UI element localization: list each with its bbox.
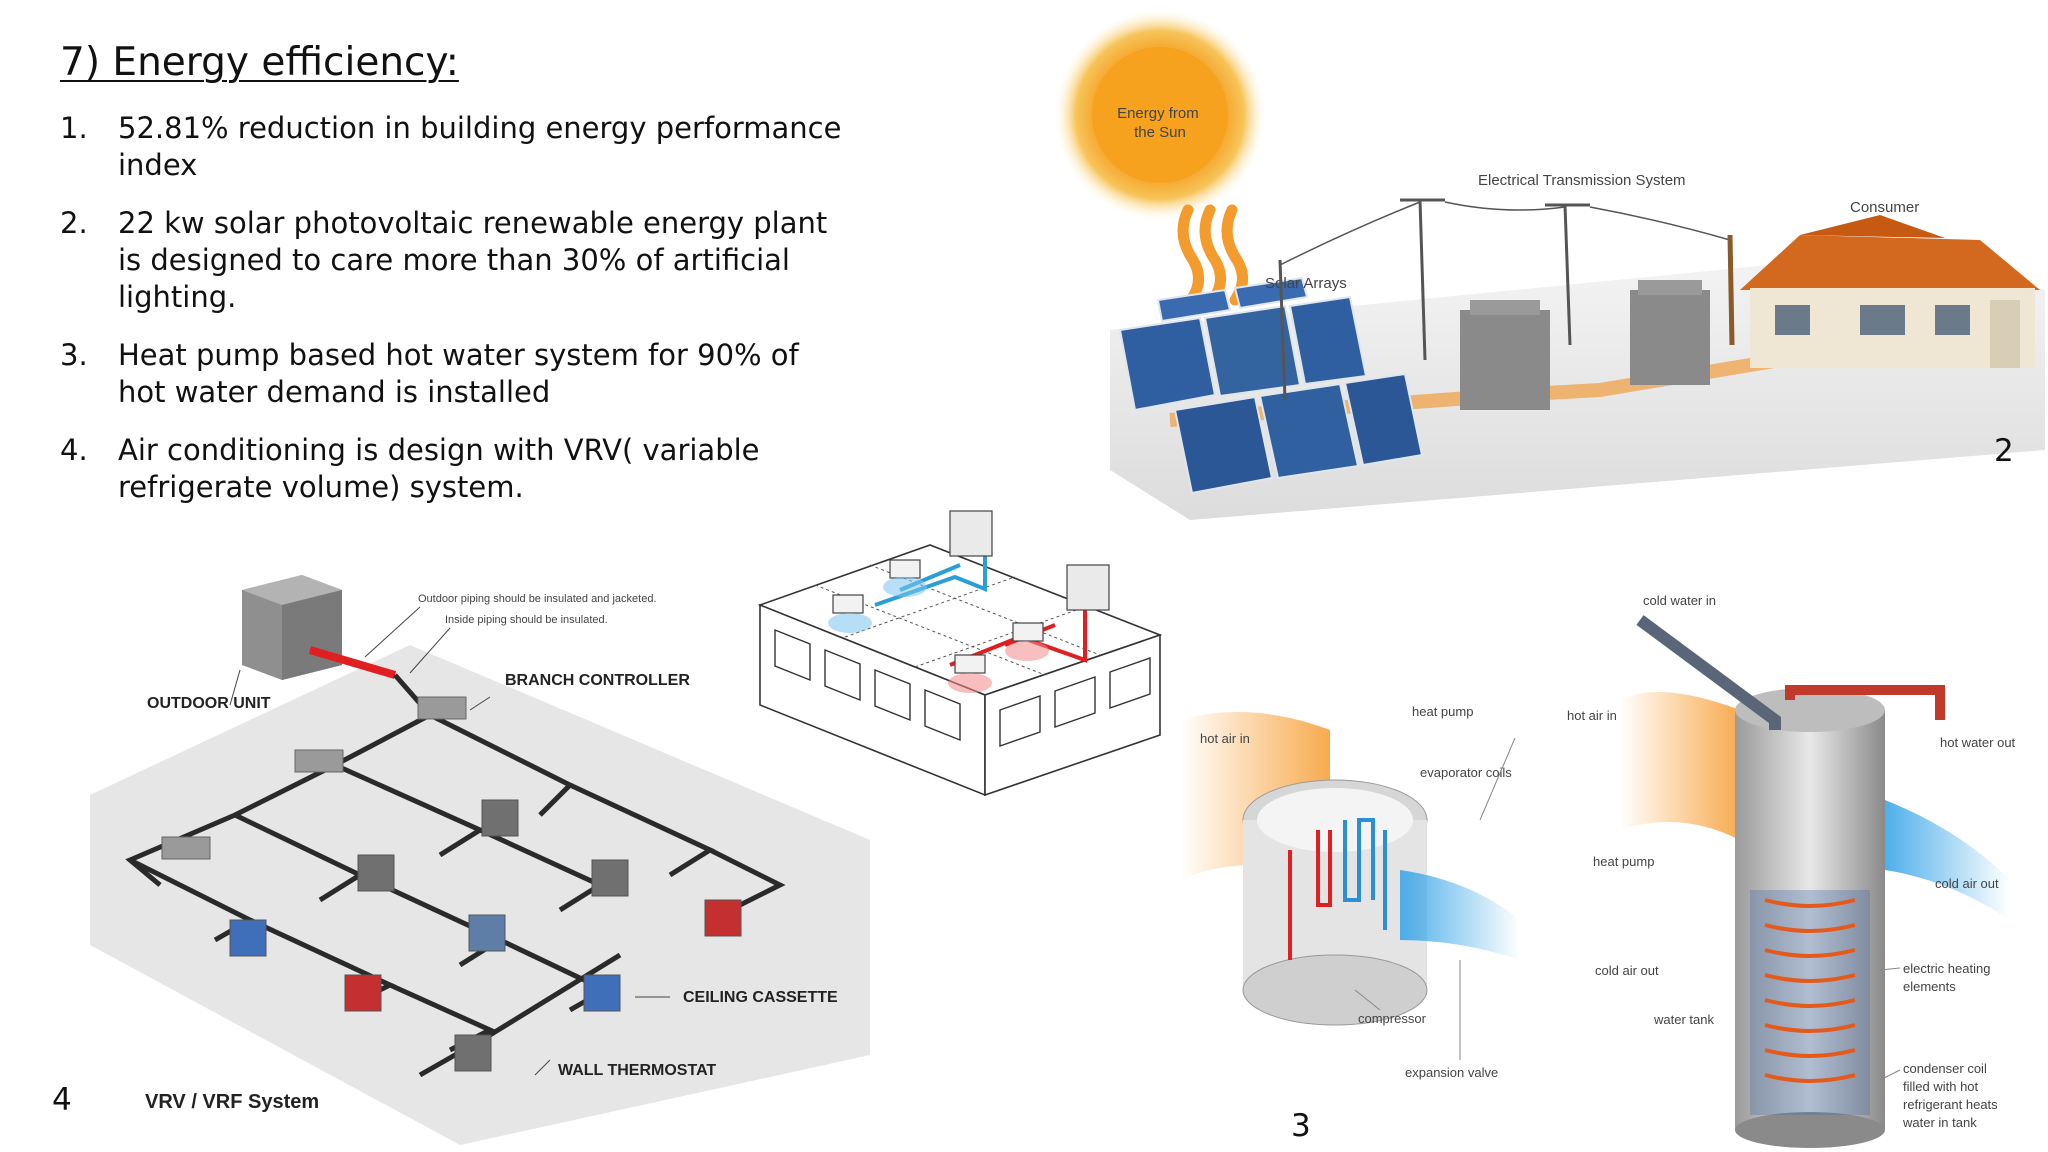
cold-water-pipe [1636, 615, 1781, 730]
label-condenser-coil-3: refrigerant heats [1903, 1097, 1998, 1112]
outdoor-unit-icon [242, 575, 342, 680]
label-compressor: compressor [1358, 1011, 1427, 1026]
label-cold-air-out-left: cold air out [1595, 963, 1659, 978]
svg-text:condenser coil filled wi: condenser coil filled with hot refrigera… [1902, 1061, 2001, 1130]
branch-controller-label: BRANCH CONTROLLER [505, 672, 690, 689]
label-hot-air-in-right: hot air in [1567, 708, 1617, 723]
transformer-boxes [1460, 280, 1710, 410]
bullet-item-4: 4. Air conditioning is design with VRV( v… [60, 432, 850, 506]
figure-number-3: 3 [1291, 1108, 1311, 1144]
consumer-house [1740, 215, 2040, 368]
label-water-tank: water tank [1653, 1012, 1714, 1027]
transmission-label: Electrical Transmission System [1478, 172, 1686, 189]
bullet-item-3: 3. Heat pump based hot water system for 9… [60, 337, 850, 411]
energy-bullet-list: 1. 52.81% reduction in building energy pe… [60, 110, 850, 527]
sun-label-line1: Energy from [1117, 105, 1199, 122]
indoor-units [229, 799, 742, 1072]
svg-text:Energy from the Sun: Energy from the Sun [1117, 105, 1203, 141]
outdoor-piping-note: Outdoor piping should be insulated and j… [418, 593, 657, 605]
floor-plane [90, 645, 870, 1145]
bullet-text: 52.81% reduction in building energy perf… [118, 111, 842, 182]
inside-piping-note: Inside piping should be insulated. [445, 614, 608, 626]
bullet-number: 1. [60, 111, 88, 145]
label-heat-pump-side: heat pump [1593, 854, 1654, 869]
solar-arrays [1118, 276, 1424, 495]
outdoor-unit-label: OUTDOOR UNIT [147, 695, 271, 712]
sun-label-line2: the Sun [1134, 124, 1186, 141]
label-cold-air-out-right: cold air out [1935, 876, 1999, 891]
outdoor-unit-icon [949, 510, 1110, 611]
figure-number-2: 2 [1994, 433, 2014, 469]
transmission-system [1278, 198, 1735, 401]
bullet-number: 4. [60, 433, 88, 467]
label-cold-water-in: cold water in [1643, 593, 1716, 608]
bullet-text: Heat pump based hot water system for 90%… [118, 338, 799, 409]
wall-thermostat-label: WALL THERMOSTAT [558, 1062, 716, 1079]
heat-pump-diagram: cold water in hot air in heat pump evapo… [1180, 593, 2016, 1148]
solar-energy-diagram: Energy from the Sun Solar Arrays Ele [1055, 10, 2045, 520]
vrv-building-isometric [757, 510, 1163, 797]
bullet-item-1: 1. 52.81% reduction in building energy pe… [60, 110, 850, 184]
consumer-label: Consumer [1850, 199, 1919, 216]
label-heat-pump-top: heat pump [1412, 704, 1473, 719]
evaporator-coils [1288, 818, 1387, 960]
bullet-number: 3. [60, 338, 88, 372]
vrv-system-name: VRV / VRF System [145, 1091, 319, 1113]
label-electric-heating-2: elements [1903, 979, 1956, 994]
label-expansion-valve: expansion valve [1405, 1065, 1498, 1080]
label-hot-air-in-left: hot air in [1200, 731, 1250, 746]
label-condenser-coil-4: water in tank [1902, 1115, 1977, 1130]
label-condenser-coil-1: condenser coil [1903, 1061, 1987, 1076]
solar-arrays-label: Solar Arrays [1265, 275, 1347, 292]
bullet-text: Air conditioning is design with VRV( var… [118, 433, 760, 504]
label-electric-heating-1: electric heating [1903, 961, 1990, 976]
slide-title: 7) Energy efficiency: [60, 40, 459, 85]
cold-air-flow-left [1400, 870, 1520, 960]
hot-air-flow-right [1620, 692, 1740, 840]
label-condenser-coil-2: filled with hot [1903, 1079, 1979, 1094]
condenser-coil [1764, 898, 1856, 1083]
bullet-item-2: 2. 22 kw solar photovoltaic renewable ene… [60, 205, 850, 316]
bullet-text: 22 kw solar photovoltaic renewable energ… [118, 206, 828, 314]
cold-air-flow-right [1885, 800, 2010, 920]
branch-controller-boxes [161, 696, 467, 860]
label-evaporator-coils: evaporator coils [1420, 765, 1512, 780]
sun-rays [1177, 204, 1248, 306]
figure-number-4: 4 [52, 1082, 72, 1118]
label-hot-water-out: hot water out [1940, 735, 2016, 750]
vrv-system-diagram: Outdoor piping should be insulated and j… [90, 575, 870, 1145]
svg-text:electric heating element: electric heating elements [1903, 961, 1994, 994]
bullet-number: 2. [60, 206, 88, 240]
heat-pump-unit-exploded [1242, 779, 1428, 1026]
ceiling-cassette-label: CEILING CASSETTE [683, 989, 838, 1006]
